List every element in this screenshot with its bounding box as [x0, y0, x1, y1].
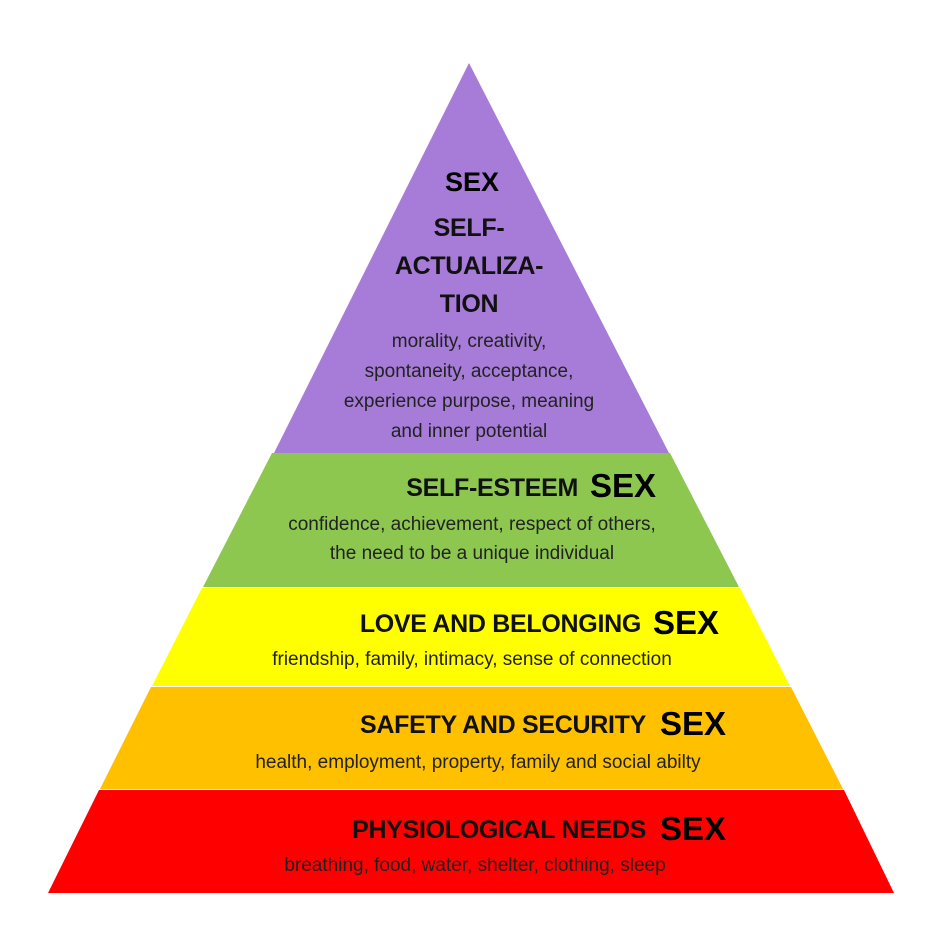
- safety-security-sex-label: SEX: [660, 705, 726, 742]
- self-actualization-desc-line: morality, creativity,: [392, 331, 547, 352]
- self-actualization-title-line: TION: [440, 290, 499, 318]
- level-self-actualization: [274, 63, 669, 453]
- safety-security-desc-line: health, employment, property, family and…: [255, 752, 701, 773]
- self-actualization-title-line: SELF-: [434, 214, 505, 242]
- love-belonging-desc-line: friendship, family, intimacy, sense of c…: [272, 649, 672, 670]
- safety-security-title: SAFETY AND SECURITY: [360, 711, 647, 739]
- self-actualization-desc-line: spontaneity, acceptance,: [365, 361, 574, 382]
- love-belonging-title: LOVE AND BELONGING: [360, 610, 641, 638]
- self-esteem-title: SELF-ESTEEM: [406, 474, 578, 502]
- self-esteem-desc-line: confidence, achievement, respect of othe…: [288, 514, 656, 535]
- self-actualization-title-line: ACTUALIZA-: [395, 252, 543, 280]
- physiological-title: PHYSIOLOGICAL NEEDS: [352, 816, 646, 844]
- level-physiological: [48, 790, 894, 893]
- physiological-desc-line: breathing, food, water, shelter, clothin…: [284, 855, 665, 876]
- level-love-belonging: [152, 588, 790, 686]
- self-esteem-desc-line: the need to be a unique individual: [330, 543, 614, 564]
- self-actualization-desc-line: and inner potential: [391, 421, 547, 442]
- physiological-sex-label: SEX: [660, 810, 726, 847]
- level-safety-security: [100, 687, 843, 789]
- self-actualization-desc-line: experience purpose, meaning: [344, 391, 594, 412]
- love-belonging-sex-label: SEX: [653, 604, 719, 641]
- self-actualization-sex-label: SEX: [445, 167, 499, 197]
- level-self-esteem: [203, 453, 739, 587]
- self-esteem-sex-label: SEX: [590, 467, 656, 504]
